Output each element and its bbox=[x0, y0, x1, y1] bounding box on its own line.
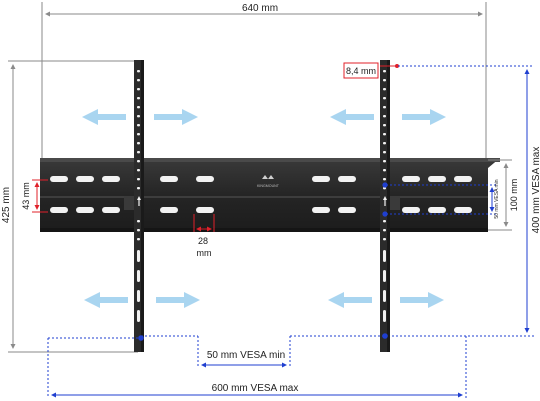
vesa-50-horizontal-label: 50 mm VESA min bbox=[207, 350, 285, 361]
slot-43-label: 43 mm bbox=[21, 182, 31, 210]
blue-dot-icon bbox=[138, 335, 144, 341]
right-arm-holes bbox=[383, 70, 386, 322]
vesa-400-vertical-dimension: 400 mm VESA max bbox=[392, 65, 540, 337]
arrow-right-icon bbox=[156, 292, 200, 308]
red-dot-icon bbox=[395, 64, 399, 68]
wall-plate bbox=[40, 158, 500, 232]
arrow-left-icon bbox=[330, 109, 374, 125]
left-vertical-arm bbox=[124, 60, 144, 352]
plate-slots-upper bbox=[50, 176, 472, 182]
brand-logo: KINGMOUNT bbox=[257, 175, 280, 188]
right-arm-up-arrow bbox=[383, 196, 387, 206]
left-arm-holes bbox=[137, 70, 140, 322]
width-640-label: 640 mm bbox=[242, 3, 278, 14]
width-dimension: 640 mm bbox=[41, 2, 487, 162]
arrow-right-icon bbox=[402, 109, 446, 125]
arrow-left-icon bbox=[328, 292, 372, 308]
arrow-left-icon bbox=[84, 292, 128, 308]
left-arm-up-arrow bbox=[137, 196, 141, 206]
blue-dot-icon bbox=[382, 211, 388, 217]
height-dimension: 425 mm bbox=[1, 60, 138, 353]
rail-100-label: 100 mm bbox=[509, 179, 519, 212]
gap-28-dimension: 28 mm bbox=[193, 214, 215, 258]
right-vertical-arm bbox=[380, 60, 400, 352]
vesa-50-vertical-label: 50 mm VESA min bbox=[494, 179, 500, 218]
vesa-600-horizontal-label: 600 mm VESA max bbox=[212, 383, 299, 394]
plate-slots-lower bbox=[50, 207, 472, 213]
height-425-label: 425 mm bbox=[1, 187, 12, 223]
adjust-arrows bbox=[82, 109, 446, 308]
slot-43-dimension: 43 mm bbox=[21, 179, 48, 213]
arrow-right-icon bbox=[154, 109, 198, 125]
blue-dot-icon bbox=[382, 182, 388, 188]
vesa-400-vertical-label: 400 mm VESA max bbox=[531, 147, 540, 234]
arrow-right-icon bbox=[400, 292, 444, 308]
gap-28-label: 28 bbox=[198, 236, 208, 246]
rail-100-dimension: 100 mm bbox=[488, 159, 519, 231]
arrow-left-icon bbox=[82, 109, 126, 125]
vesa-600-horizontal-dimension: 600 mm VESA max bbox=[47, 336, 467, 398]
offset-8-4-label: 8,4 mm bbox=[346, 66, 376, 76]
blue-dot-icon bbox=[382, 333, 388, 339]
offset-8-4-dimension: 8,4 mm bbox=[343, 62, 399, 79]
brand-text: KINGMOUNT bbox=[257, 184, 280, 188]
vesa-50-horizontal-dimension: 50 mm VESA min bbox=[141, 335, 383, 368]
vesa-50-vertical-dimension: 50 mm VESA min bbox=[382, 179, 500, 219]
gap-28-unit-label: mm bbox=[197, 248, 212, 258]
